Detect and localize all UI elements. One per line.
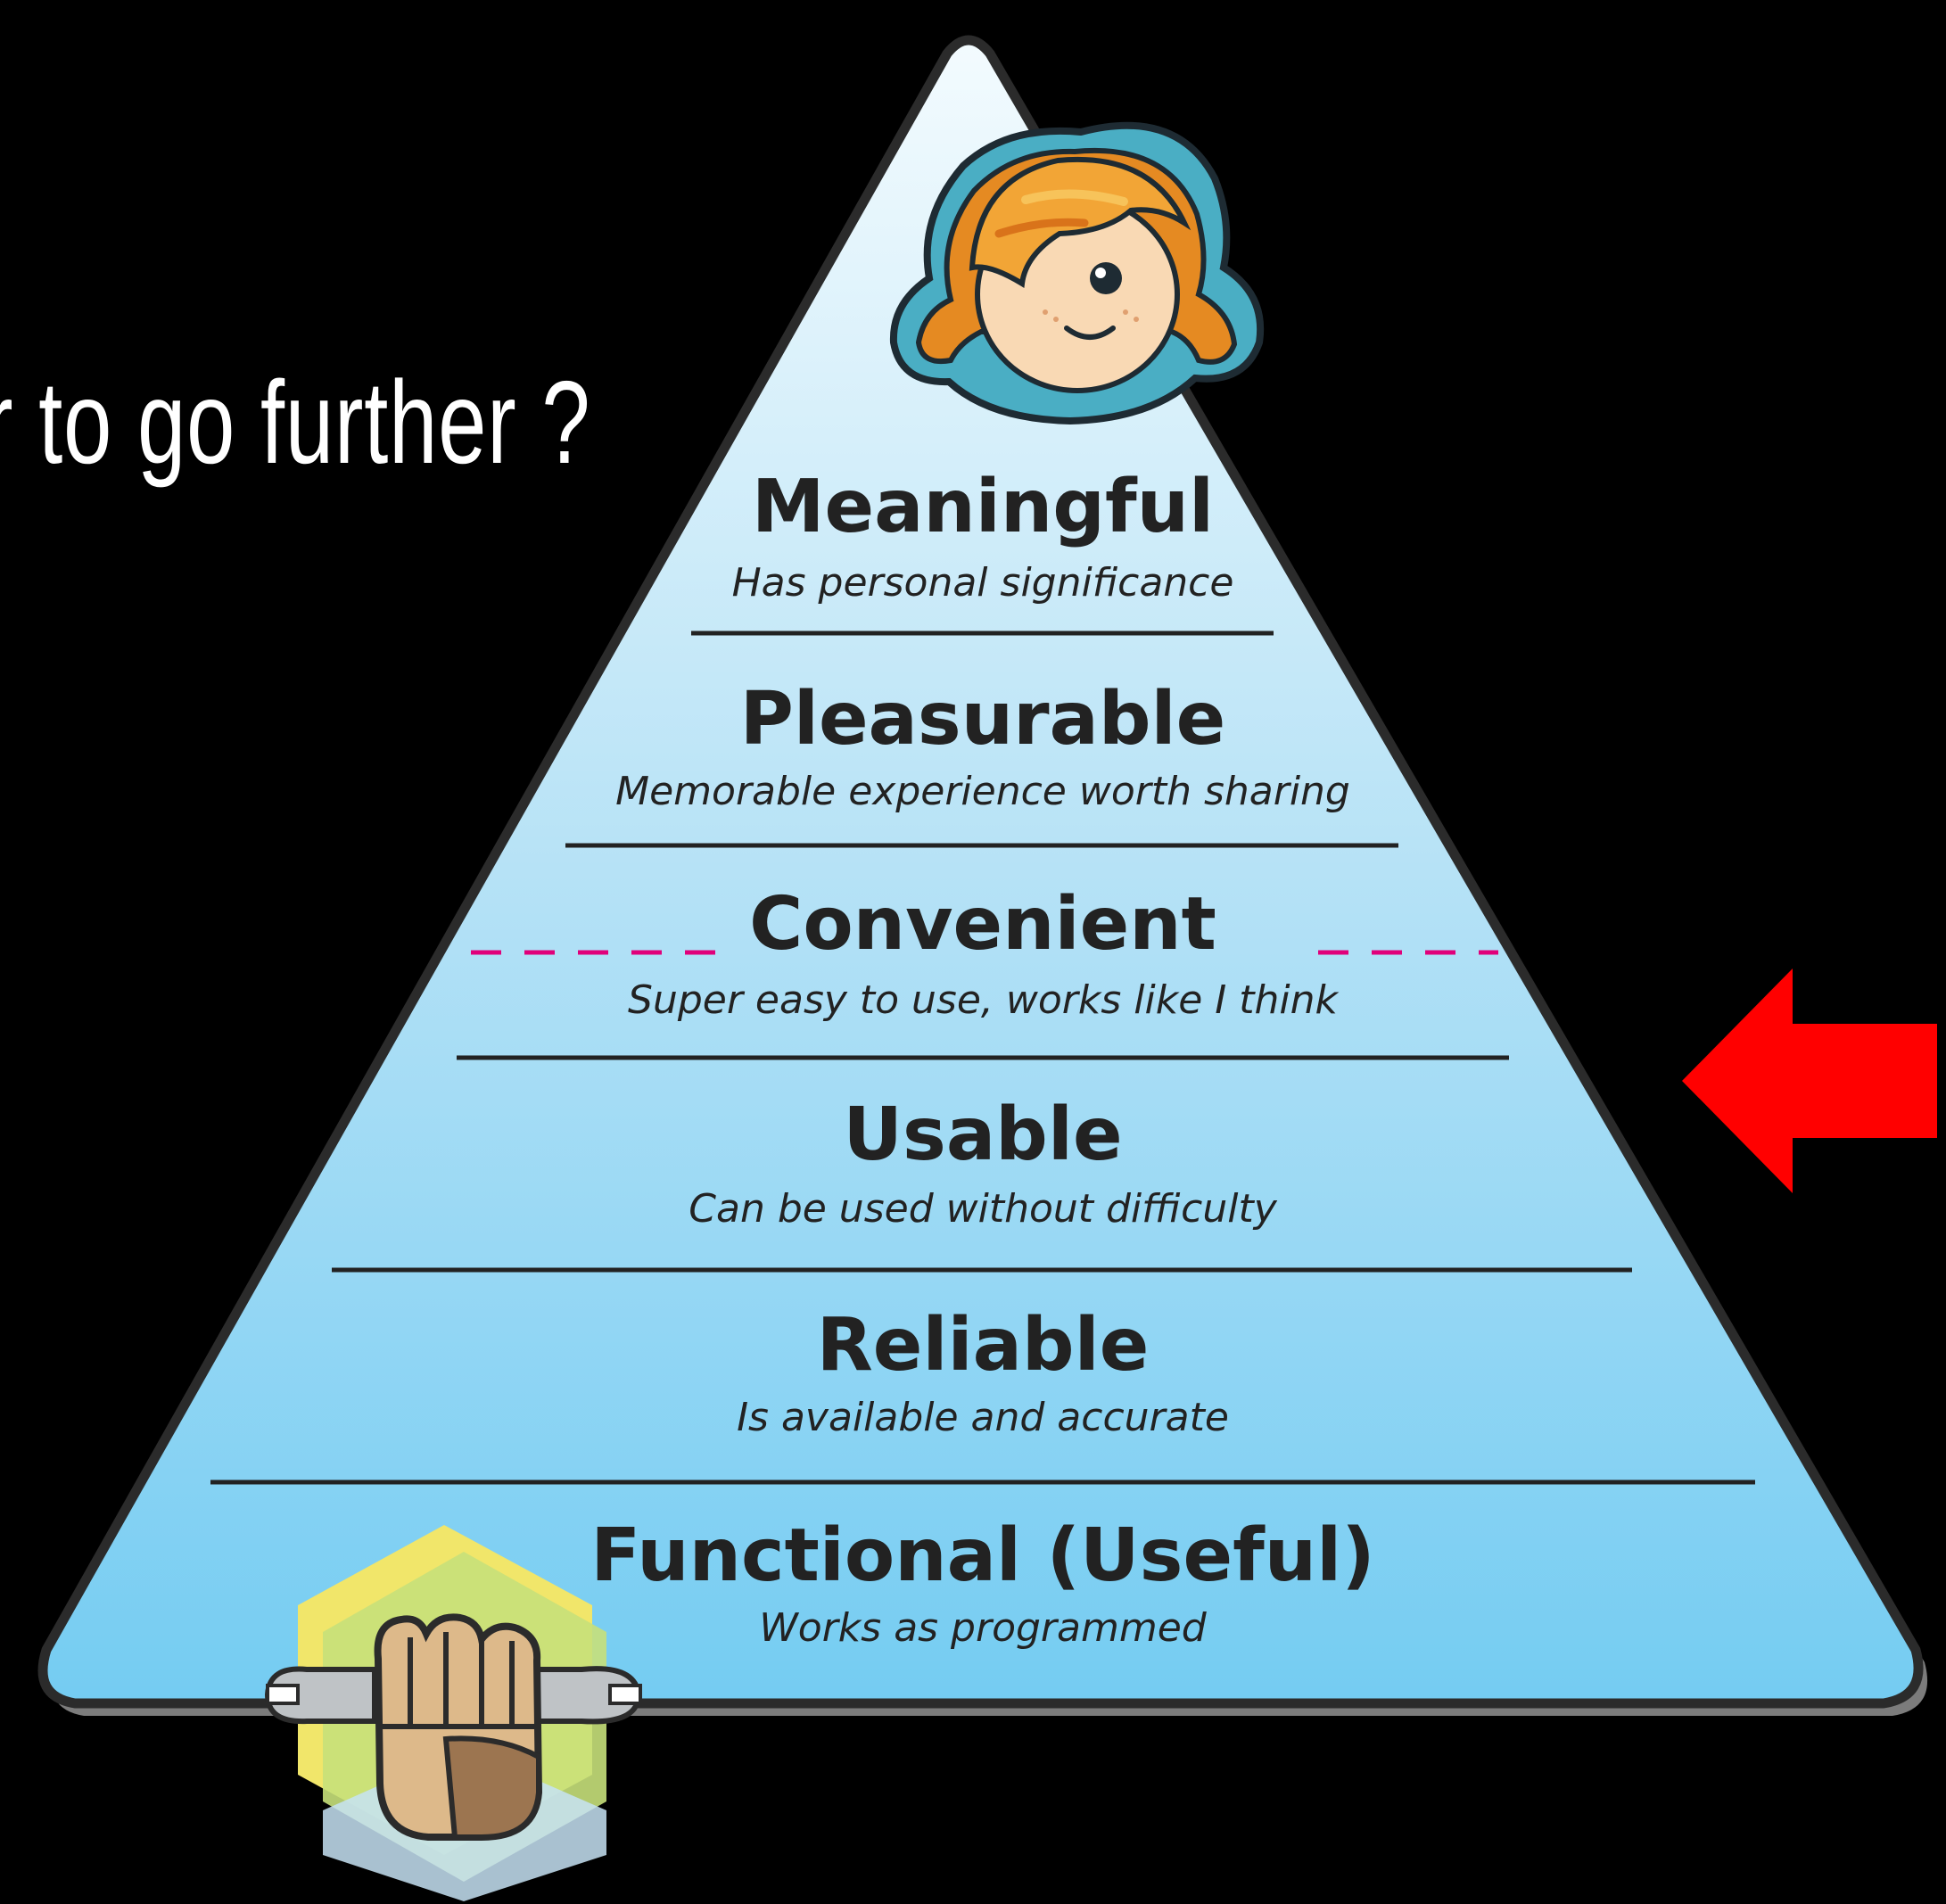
level-title-pleasurable: Pleasurable (740, 677, 1226, 762)
red-arrow-left-icon (1682, 968, 1937, 1193)
level-description-reliable: Is available and accurate (737, 1395, 1229, 1440)
level-description-pleasurable: Memorable experience worth sharing (615, 769, 1350, 814)
level-title-meaningful: Meaningful (752, 465, 1214, 549)
level-description-usable: Can be used without difficulty (689, 1186, 1277, 1232)
level-title-usable: Usable (843, 1092, 1122, 1177)
level-title-functional: Functional (Useful) (590, 1513, 1374, 1598)
pyramid-shape (37, 35, 1924, 1709)
level-title-reliable: Reliable (817, 1303, 1150, 1388)
level-description-convenient: Super easy to use, works like I think (628, 977, 1339, 1023)
smiling-girl-face-icon (889, 121, 1265, 425)
slide-heading: r to go further ? (0, 357, 591, 488)
level-title-convenient: Convenient (749, 882, 1216, 967)
level-description-meaningful: Has personal significance (732, 560, 1234, 606)
level-description-functional: Works as programmed (759, 1605, 1207, 1651)
fist-holding-wrench-icon (264, 1525, 642, 1901)
